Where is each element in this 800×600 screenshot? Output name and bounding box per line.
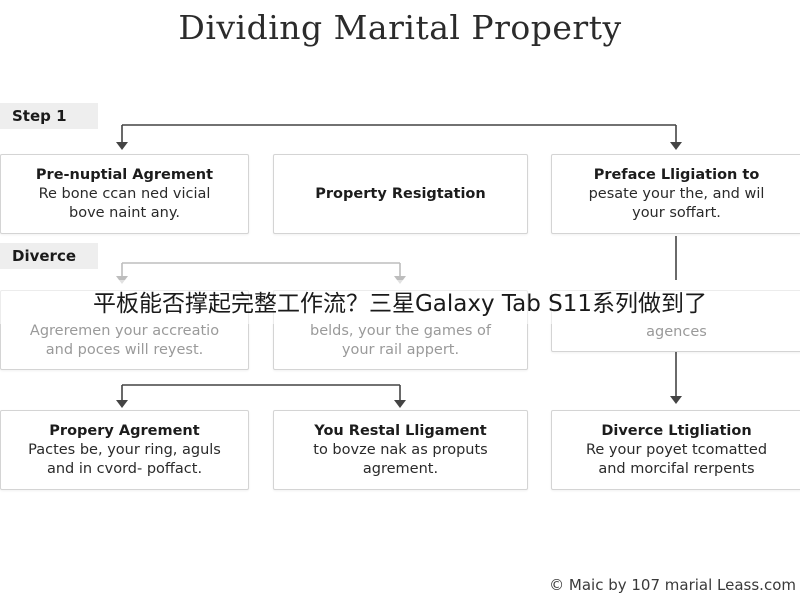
divorce-litigation-box: Diverce Ltigliation Re your poyet tcomat… bbox=[551, 410, 800, 490]
footer-credit: © Maic by 107 marial Leass.com bbox=[549, 576, 796, 594]
box-body: pesate your the, and wil your soffart. bbox=[588, 185, 765, 221]
box-body: Re bone ccan ned vicial bove naint any. bbox=[38, 185, 211, 221]
box-body: Re your poyet tcomatted and morcifal rer… bbox=[585, 441, 768, 477]
box-title: Diverce Ltigliation bbox=[601, 422, 752, 439]
diagram-title: Dividing Marital Property bbox=[178, 8, 622, 47]
property-registration-box: Property Resigtation bbox=[273, 154, 528, 234]
box-body: agences bbox=[646, 324, 707, 340]
box-title: Pre-nuptial Agrement bbox=[35, 166, 214, 183]
box-body: Agreremen your accreatio and poces will … bbox=[29, 323, 220, 358]
box-title: Preface Lligiation to bbox=[593, 166, 760, 183]
property-agreement-box: Propery Agrement Pactes be, your ring, a… bbox=[0, 410, 249, 490]
box-body: belds, your the games of your rail apper… bbox=[309, 323, 492, 358]
box-title: Propery Agrement bbox=[49, 422, 200, 439]
box-body: to bovze nak as proputs agrement. bbox=[313, 441, 488, 477]
overlay-banner-text: 平板能否撑起完整工作流？三星Galaxy Tab S11系列做到了 bbox=[92, 291, 708, 317]
box-title: You Restal Lligament bbox=[314, 422, 487, 439]
preface-litigation-box: Preface Lligiation to pesate your the, a… bbox=[551, 154, 800, 234]
prenuptial-agreement-box: Pre-nuptial Agrement Re bone ccan ned vi… bbox=[0, 154, 249, 234]
overlay-banner-bg bbox=[0, 280, 800, 324]
divorce-step-label: Diverce bbox=[0, 243, 98, 269]
box-title: Property Resigtation bbox=[315, 185, 486, 202]
step-1-label: Step 1 bbox=[0, 103, 98, 129]
restal-ligament-box: You Restal Lligament to bovze nak as pro… bbox=[273, 410, 528, 490]
box-body: Pactes be, your ring, aguls and in cvord… bbox=[28, 441, 221, 477]
